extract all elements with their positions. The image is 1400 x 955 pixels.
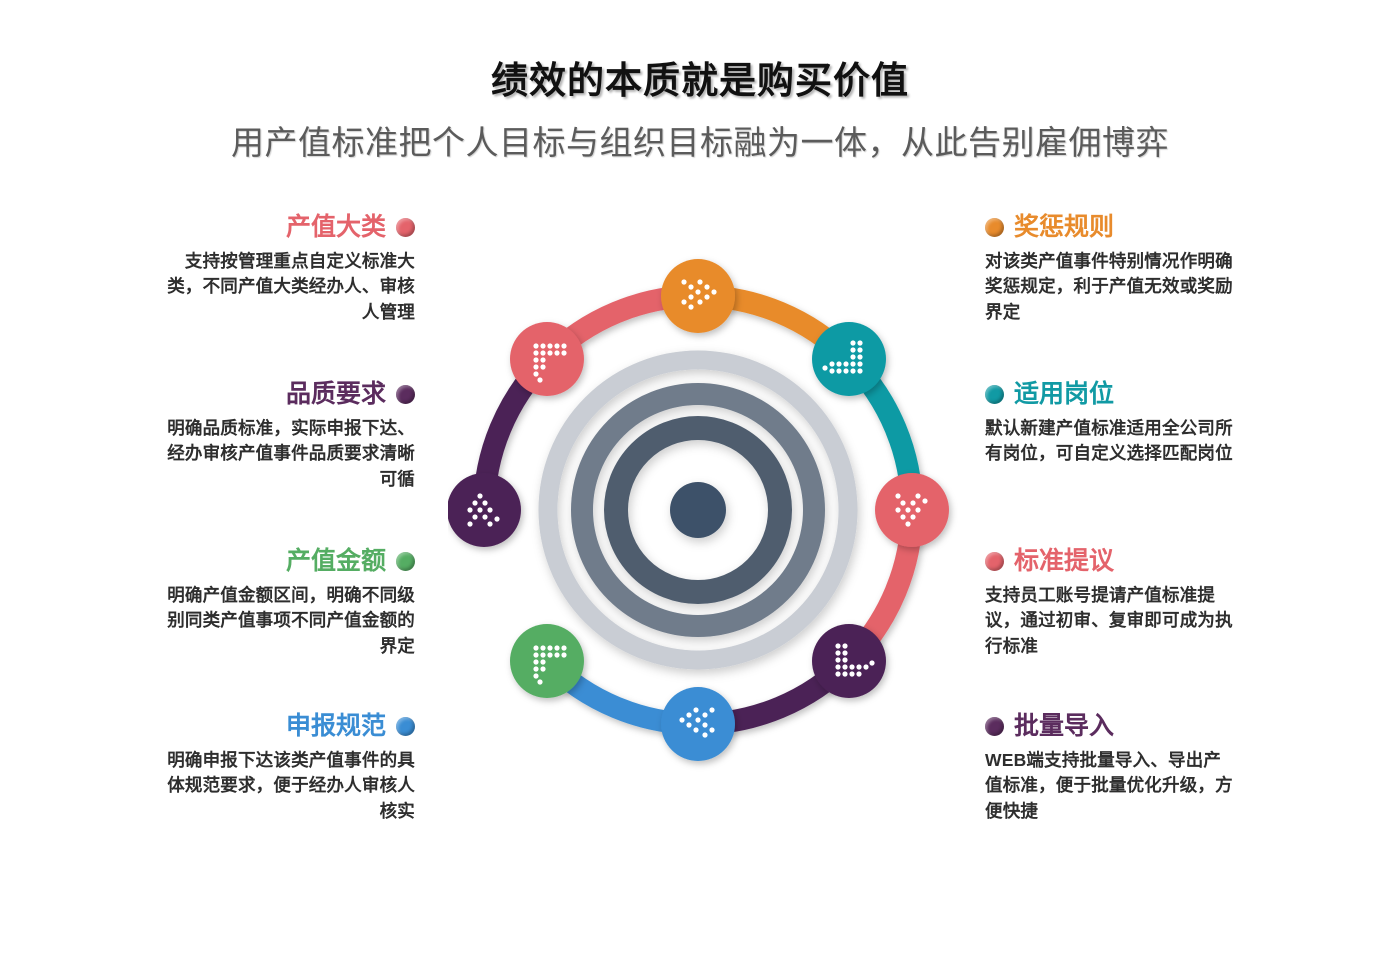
arrow-up-right-icon [533,343,567,383]
ring-core [670,482,726,538]
feature-block-shenbao-guifan: 申报规范 明确申报下达该类产值事件的具体规范要求，便于经办人审核人核实 [165,712,415,825]
node-lower-right[interactable] [812,624,886,698]
bullet-dot-icon [396,218,415,238]
bullet-dot-icon [396,552,415,572]
target-rings [538,350,858,670]
arrow-up-right-icon [533,645,567,685]
feature-block-chanzhi-jine: 产值金额 明确产值金额区间，明确不同级别同类产值事项不同产值金额的界定 [165,547,415,660]
node-bottom[interactable] [661,687,735,761]
feature-title: 申报规范 [285,712,386,740]
feature-heading: 奖惩规则 [985,213,1235,242]
ring-mid [571,383,825,637]
feature-description: 明确申报下达该类产值事件的具体规范要求，便于经办人审核人核实 [167,749,415,821]
node-upper-left[interactable] [510,322,584,396]
chevron-right-double-icon [681,279,717,310]
feature-block-piliang-daoru: 批量导入 WEB端支持批量导入、导出产值标准，便于批量优化升级，方便快捷 [985,712,1235,825]
feature-title: 产值金额 [285,547,386,575]
page-subtitle: 用产值标准把个人目标与组织目标融为一体，从此告别雇佣博弈 [231,124,1169,161]
feature-heading: 产值金额 [165,547,415,576]
arrow-down-right-icon [835,643,875,677]
central-target-diagram [448,238,958,783]
bullet-dot-icon [985,552,1004,572]
feature-heading: 品质要求 [165,380,415,409]
node-upper-right[interactable] [812,322,886,396]
feature-title: 奖惩规则 [1014,213,1115,241]
bullet-dot-icon [985,218,1004,238]
feature-heading: 标准提议 [985,547,1235,576]
feature-description: 支持按管理重点自定义标准大类，不同产值大类经办人、审核人管理 [167,250,415,322]
page-title: 绩效的本质就是购买价值 [491,60,909,101]
chevron-up-double-icon [467,493,500,527]
feature-block-chanzhi-dalei: 产值大类 支持按管理重点自定义标准大类，不同产值大类经办人、审核人管理 [165,213,415,326]
chevron-down-double-icon [895,493,928,527]
node-left[interactable] [448,473,521,547]
feature-title: 批量导入 [1014,712,1115,740]
feature-heading: 批量导入 [985,712,1235,741]
bullet-dot-icon [396,385,415,405]
feature-block-jiangcheng-guize: 奖惩规则 对该类产值事件特别情况作明确奖惩规定，利于产值无效或奖励界定 [985,213,1235,326]
bullet-dot-icon [985,385,1004,405]
feature-block-pinzhi-yaoqiu: 品质要求 明确品质标准，实际申报下达、经办审核产值事件品质要求清晰可循 [165,380,415,493]
bullet-dot-icon [985,717,1004,737]
feature-title: 适用岗位 [1014,380,1115,408]
chevron-left-double-icon [679,707,715,738]
feature-block-biaozhun-tiyi: 标准提议 支持员工账号提请产值标准提议，通过初审、复审即可成为执行标准 [985,547,1235,660]
feature-title: 标准提议 [1014,547,1115,575]
ring-outer [538,350,858,670]
feature-description: 默认新建产值标准适用全公司所有岗位，可自定义选择匹配岗位 [985,417,1233,464]
feature-description: 支持员工账号提请产值标准提议，通过初审、复审即可成为执行标准 [985,584,1233,656]
node-right[interactable] [875,473,949,547]
feature-heading: 申报规范 [165,712,415,741]
ring-inner [604,416,792,604]
arrow-down-left-icon [822,340,863,374]
node-top[interactable] [661,259,735,333]
feature-description: WEB端支持批量导入、导出产值标准，便于批量优化升级，方便快捷 [985,749,1233,821]
bullet-dot-icon [396,717,415,737]
feature-description: 明确产值金额区间，明确不同级别同类产值事项不同产值金额的界定 [167,584,415,656]
node-lower-left[interactable] [510,624,584,698]
feature-heading: 适用岗位 [985,380,1235,409]
feature-description: 明确品质标准，实际申报下达、经办审核产值事件品质要求清晰可循 [167,417,415,489]
feature-description: 对该类产值事件特别情况作明确奖惩规定，利于产值无效或奖励界定 [985,250,1233,322]
feature-heading: 产值大类 [165,213,415,242]
feature-title: 品质要求 [285,380,386,408]
feature-title: 产值大类 [285,213,386,241]
feature-block-shiyong-gangwei: 适用岗位 默认新建产值标准适用全公司所有岗位，可自定义选择匹配岗位 [985,380,1235,467]
